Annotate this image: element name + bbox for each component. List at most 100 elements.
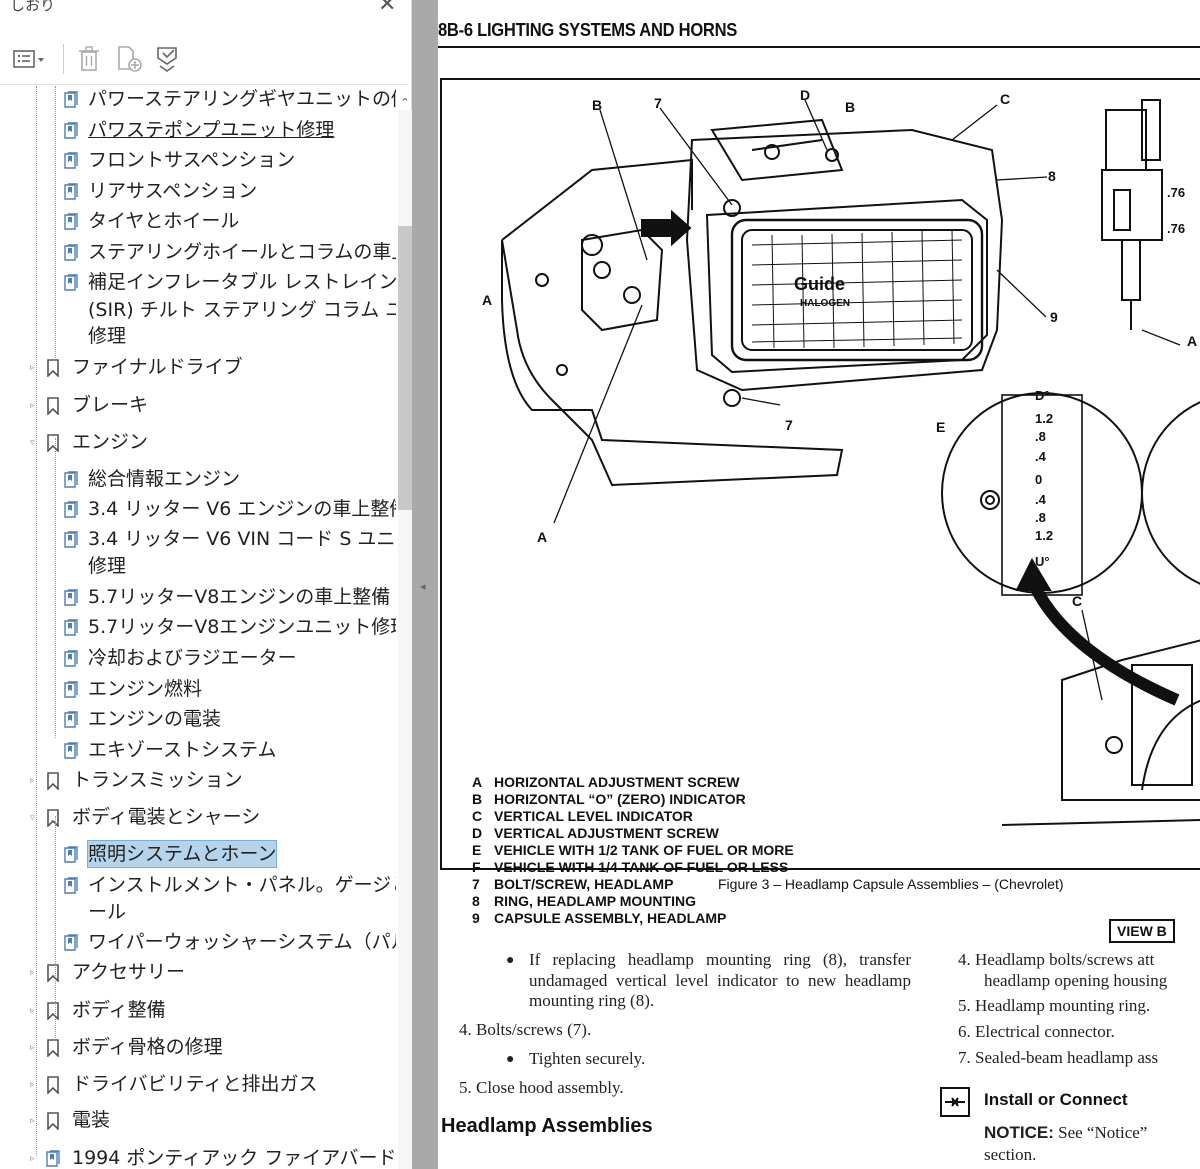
bookmark-item[interactable]: パワーステアリングギヤユニットの修理 xyxy=(0,86,396,114)
find-current-bookmark-icon[interactable] xyxy=(152,42,186,76)
bookmark-item[interactable]: 照明システムとホーン xyxy=(0,840,396,869)
collapse-panel-arrow[interactable]: ◂ xyxy=(420,580,426,593)
bookmark-item[interactable]: ▿ ボディ電装とシャーシ xyxy=(0,804,396,832)
bookmark-item[interactable]: ▹アクセサリー xyxy=(0,959,396,987)
bookmark-page-icon xyxy=(64,501,78,518)
bookmark-label: インストルメント・パネル。ゲージとコンソ xyxy=(88,874,396,896)
bookmark-item[interactable]: フロントサスペンション xyxy=(0,147,396,175)
expand-icon[interactable]: ▹ xyxy=(30,1080,35,1090)
bookmark-item[interactable]: エンジンの電装 xyxy=(0,706,396,734)
bookmark-label: ワイパーウォッシャーシステム（パルス） xyxy=(88,931,396,953)
figure-callout: B xyxy=(845,99,855,115)
gauge-mark: .4 xyxy=(1035,449,1047,464)
step-5-text: 5. Close hood assembly. xyxy=(459,1078,624,1097)
bookmark-label: 3.4 リッター V6 エンジンの車上整備 xyxy=(88,498,396,520)
legend-key: F xyxy=(472,859,481,875)
panel-splitter[interactable] xyxy=(412,0,438,1169)
bookmark-item[interactable]: ▿エンジン xyxy=(0,429,396,457)
bookmark-item-continued[interactable]: 修理 xyxy=(0,323,396,351)
bookmark-item[interactable]: ステアリングホイールとコラムの車上整備 xyxy=(0,239,396,267)
bookmark-options-icon[interactable] xyxy=(12,42,46,76)
bullet-text-2: Tighten securely. xyxy=(529,1049,646,1068)
expand-icon[interactable]: ▹ xyxy=(30,1116,35,1126)
notice-body: See “Notice” xyxy=(1053,1123,1148,1142)
bookmark-label: 修理 xyxy=(88,325,127,347)
bookmark-item[interactable]: ▹ ブレーキ xyxy=(0,392,396,420)
bookmark-item-continued[interactable]: (SIR) チルト ステアリング コラム ユニット xyxy=(0,297,396,325)
collapse-icon[interactable]: ▿ xyxy=(30,438,35,448)
bookmark-item-continued[interactable]: ール xyxy=(0,899,396,927)
bookmark-item[interactable]: ▹電装 xyxy=(0,1107,396,1135)
bookmark-label: ステアリングホイールとコラムの車上整備 xyxy=(88,241,396,263)
figure-callout: B xyxy=(592,97,602,113)
gauge-mark: .4 xyxy=(1035,492,1047,507)
legend-key: C xyxy=(472,808,483,824)
bookmark-item[interactable]: ワイパーウォッシャーシステム（パルス） xyxy=(0,929,396,957)
bookmark-label: ブレーキ xyxy=(72,394,149,416)
bookmark-item[interactable]: エキゾーストシステム xyxy=(0,737,396,765)
bookmark-icon xyxy=(47,809,59,827)
notice-label: NOTICE: xyxy=(984,1123,1054,1142)
bookmark-page-icon xyxy=(64,213,78,230)
bookmark-label: 3.4 リッター V6 VIN コード S ユニットの xyxy=(88,528,396,550)
bookmark-label: 冷却およびラジエーター xyxy=(88,647,297,669)
bookmark-item[interactable]: 3.4 リッター V6 VIN コード S ユニットの xyxy=(0,526,396,554)
bookmark-label: (SIR) チルト ステアリング コラム ユニット xyxy=(88,299,396,321)
figure-callout: E xyxy=(936,419,945,435)
bookmark-icon xyxy=(47,772,59,790)
gauge-mark: .8 xyxy=(1035,510,1046,525)
bookmark-item[interactable]: ▹ボディ骨格の修理 xyxy=(0,1034,396,1062)
expand-icon[interactable]: ▹ xyxy=(30,1006,35,1016)
trash-icon[interactable] xyxy=(72,42,106,76)
bookmark-item[interactable]: リアサスペンション xyxy=(0,178,396,206)
expand-icon[interactable]: ▹ xyxy=(30,776,35,786)
scrollbar-thumb[interactable] xyxy=(398,226,412,510)
bookmark-label: エキゾーストシステム xyxy=(88,739,277,761)
bookmark-item[interactable]: ▹ドライバビリティと排出ガス xyxy=(0,1071,396,1099)
bookmark-label: ボディ電装とシャーシ xyxy=(72,806,261,828)
figure-caption: Figure 3 – Headlamp Capsule Assemblies –… xyxy=(718,876,1064,892)
legend-key: E xyxy=(472,842,482,858)
bookmark-icon xyxy=(47,1076,59,1094)
install-connect-icon xyxy=(940,1087,970,1117)
bookmark-item[interactable]: 3.4 リッター V6 エンジンの車上整備 xyxy=(0,496,396,524)
bookmark-item[interactable]: ▹ボディ整備 xyxy=(0,997,396,1025)
expand-icon[interactable]: ▹ xyxy=(30,1154,35,1164)
bullet-dot: ● xyxy=(506,1052,515,1067)
bookmark-page-icon xyxy=(64,274,78,291)
bookmark-item[interactable]: パワステポンプユニット修理 xyxy=(0,117,396,145)
view-b-label: VIEW B xyxy=(1109,919,1175,943)
bookmark-page-icon xyxy=(64,183,78,200)
expand-icon[interactable]: ▹ xyxy=(30,968,35,978)
bookmark-item[interactable]: 補足インフレータブル レストレイント xyxy=(0,269,396,297)
bookmark-item[interactable]: インストルメント・パネル。ゲージとコンソ xyxy=(0,872,396,900)
bookmark-item[interactable]: タイヤとホイール xyxy=(0,208,396,236)
bookmark-item-continued[interactable]: 修理 xyxy=(0,553,396,581)
bookmark-item[interactable]: エンジン燃料 xyxy=(0,676,396,704)
bookmark-item[interactable]: ▹1994 ポンティアック ファイアバード オーナー xyxy=(0,1145,396,1169)
bookmark-item[interactable]: 冷却およびラジエーター xyxy=(0,645,396,673)
close-icon[interactable]: ✕ xyxy=(378,0,397,17)
bookmark-item[interactable]: 5.7リッターV8エンジンユニット修理 xyxy=(0,614,396,642)
bookmark-page-icon xyxy=(46,1150,60,1167)
bookmark-item[interactable]: 5.7リッターV8エンジンの車上整備 xyxy=(0,584,396,612)
install-connect-label: Install or Connect xyxy=(984,1090,1128,1109)
expand-icon[interactable]: ▹ xyxy=(30,401,35,411)
new-bookmark-icon[interactable] xyxy=(112,42,146,76)
expand-icon[interactable]: ▹ xyxy=(30,1043,35,1053)
bookmark-item[interactable]: 総合情報エンジン xyxy=(0,466,396,494)
collapse-icon[interactable]: ▿ xyxy=(30,813,35,823)
bookmark-item[interactable]: ▹トランスミッション xyxy=(0,767,396,795)
bookmark-item[interactable]: ▹ファイナルドライブ xyxy=(0,354,396,382)
bookmark-label: 5.7リッターV8エンジンユニット修理 xyxy=(88,616,396,638)
expand-icon[interactable]: ▹ xyxy=(30,363,35,373)
bookmark-page-icon xyxy=(64,619,78,636)
bookmark-page-icon xyxy=(64,91,78,108)
bookmark-label: パワーステアリングギヤユニットの修理 xyxy=(88,88,396,110)
bookmark-label: パワステポンプユニット修理 xyxy=(88,119,335,141)
scroll-up-arrow[interactable]: ⌃ xyxy=(400,96,410,109)
